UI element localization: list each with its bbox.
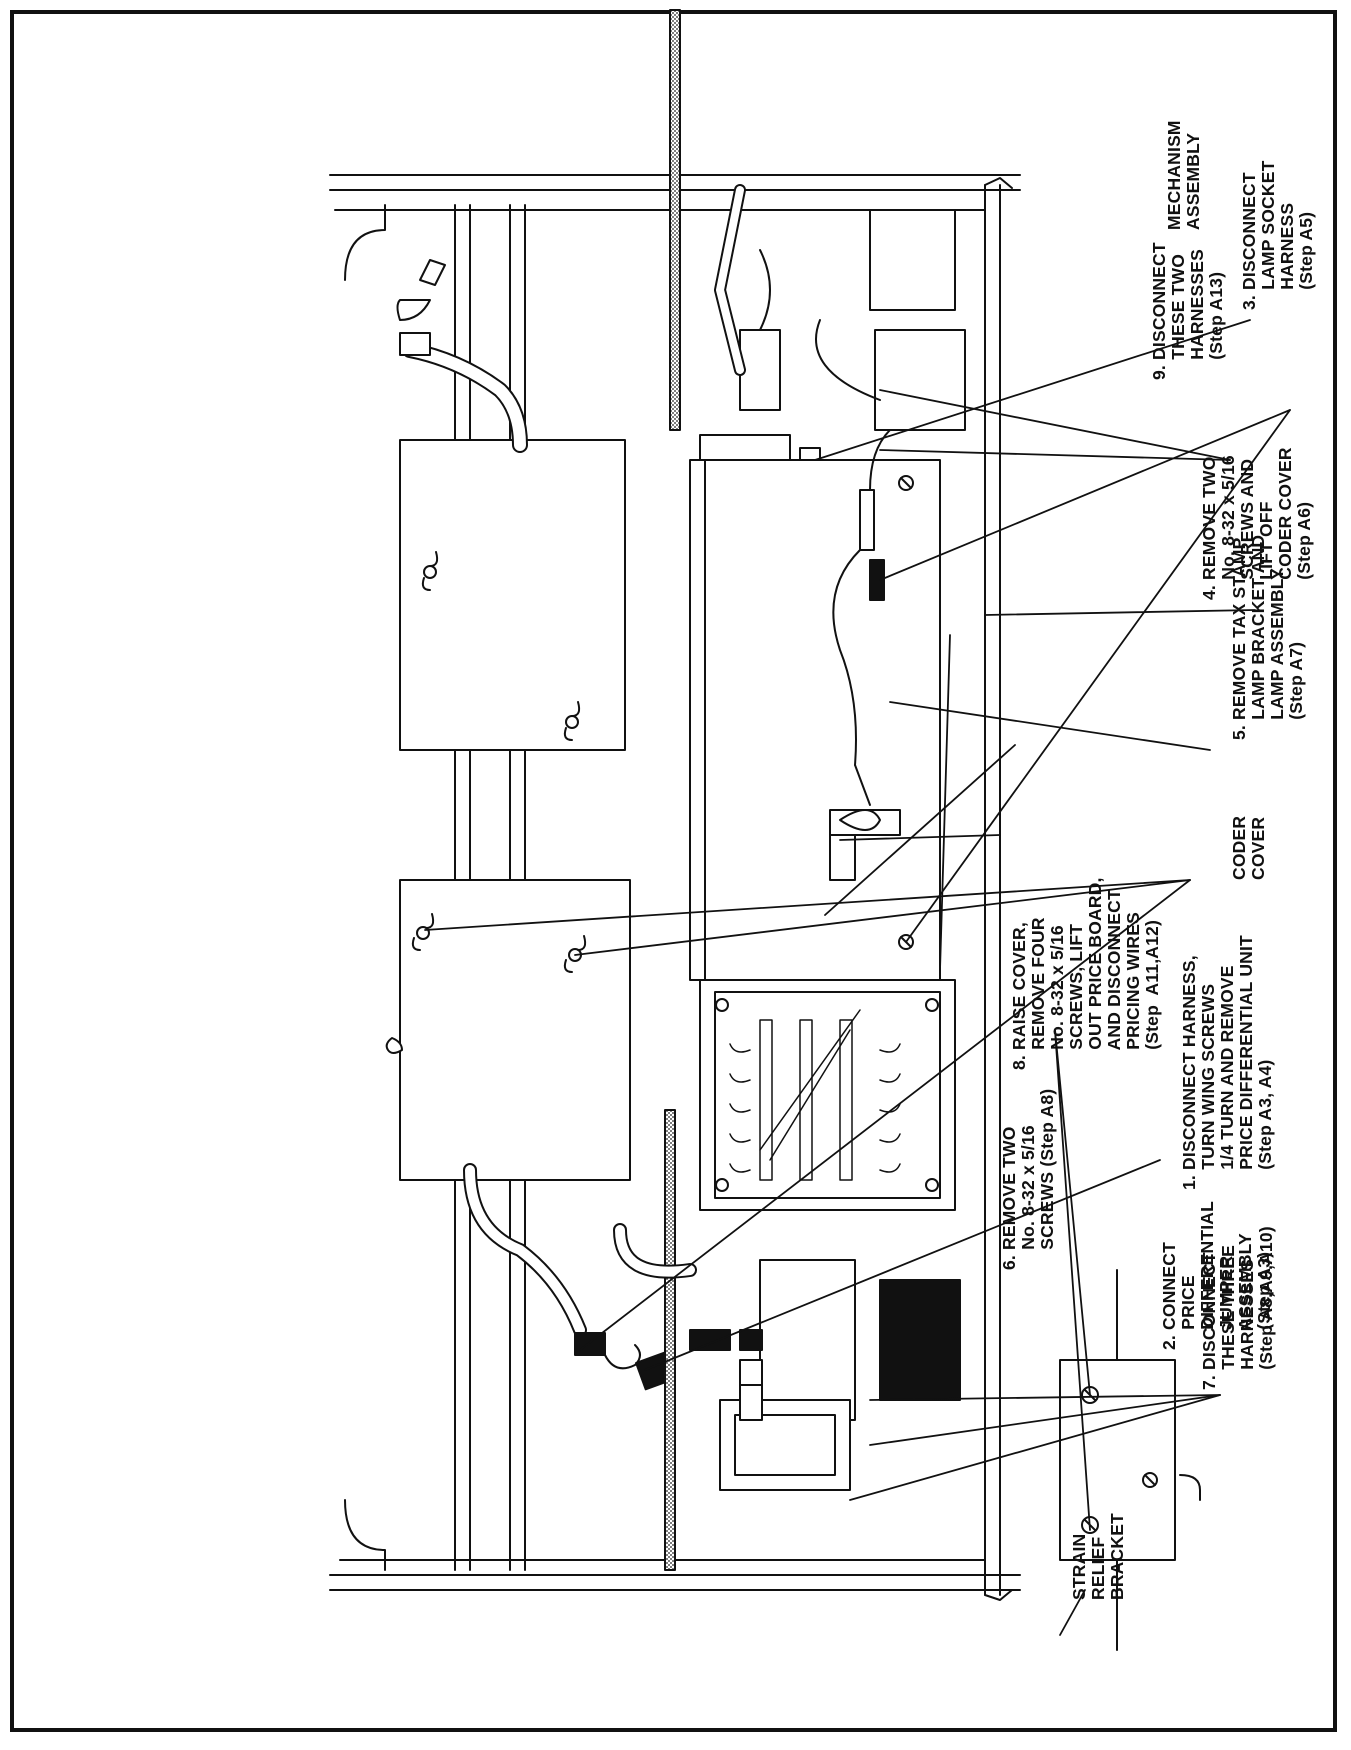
price-differential-unit-left (385, 879, 631, 1181)
price-board (699, 979, 956, 1211)
connector-module (613, 1223, 961, 1491)
callout-step-9: 9. DISCONNECT THESE TWO HARNESSES (Step … (1149, 242, 1226, 380)
callout-step-5: 5. REMOVE TAX STAMP LAMP BRACKET AND LAM… (1229, 534, 1306, 740)
callout-step-3: 3. DISCONNECT LAMP SOCKET HARNESS (Step … (1239, 160, 1316, 311)
callout-step-7: 7. DISCONNECT THESE THREE HARNESSES (Ste… (1199, 1226, 1276, 1390)
mechanism (714, 184, 966, 431)
wire-bar-upper (669, 9, 681, 431)
label-mechanism-assembly: MECHANISM ASSEMBLY (1164, 120, 1203, 230)
callout-step-8: 8. RAISE COVER, REMOVE FOUR No. 8-32 x 5… (1009, 877, 1162, 1070)
lamp-bracket (829, 389, 905, 881)
callout-step-1: 1. DISCONNECT HARNESS, TURN WING SCREWS … (1179, 935, 1275, 1190)
label-coder-cover: CODER COVER (1229, 815, 1268, 880)
harness-cables (396, 259, 675, 1391)
leader-lines (424, 319, 1291, 1636)
wire-bar-lower (664, 1109, 676, 1571)
label-strain-relief-bracket: STRAIN RELIEF BRACKET (1069, 1513, 1127, 1600)
callout-step-6: 6. REMOVE TWO No. 8-32 x 5/16 SCREWS (St… (999, 1088, 1057, 1270)
